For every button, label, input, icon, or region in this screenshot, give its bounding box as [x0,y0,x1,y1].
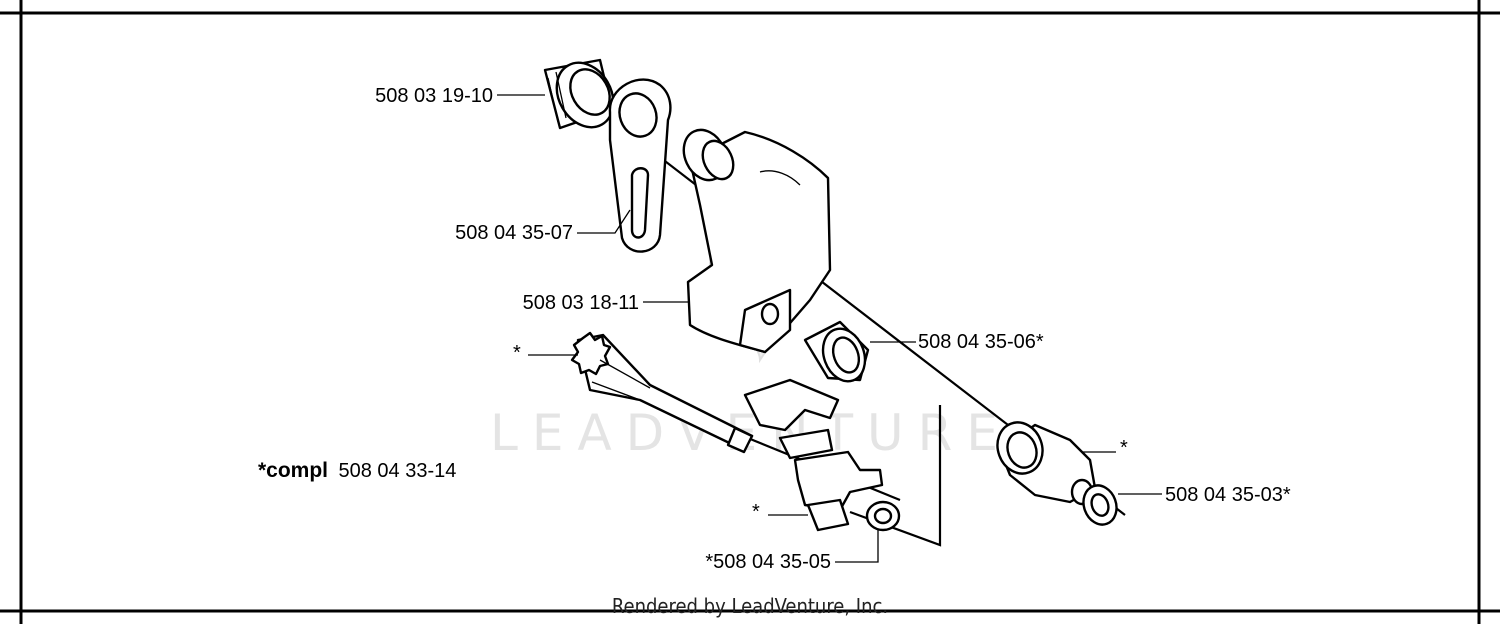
label-compl-number: 508 04 33-14 [338,460,456,482]
watermark-text: LEADVENTURE [490,404,1012,462]
label-plate: 508 04 35-07 [455,222,573,244]
spacer-part [803,320,870,383]
plate-part [608,78,672,253]
washer-right-part [1082,484,1118,526]
label-washer-right: 508 04 35-03* [1165,484,1291,506]
gear-shaft-part [570,331,754,454]
label-compl-prefix: *compl [258,459,328,482]
label-washer-left: *508 04 35-05 [705,551,831,573]
label-coupler: * [752,501,760,523]
label-cap: 508 03 19-10 [375,85,493,107]
label-housing: 508 03 18-11 [523,292,639,314]
label-shaft: * [513,342,521,364]
housing-part [682,128,832,354]
gear-right-part [996,421,1097,506]
leader-lines [497,94,1162,563]
footer-credit: Rendered by LeadVenture, Inc. [612,594,888,618]
label-spacer: 508 04 35-06* [918,331,1044,353]
label-compl: *compl 508 04 33-14 [258,459,456,482]
label-gear: * [1120,437,1128,459]
coupler-part [743,378,884,532]
cap-part [543,58,615,130]
washer-left-part [865,500,901,532]
